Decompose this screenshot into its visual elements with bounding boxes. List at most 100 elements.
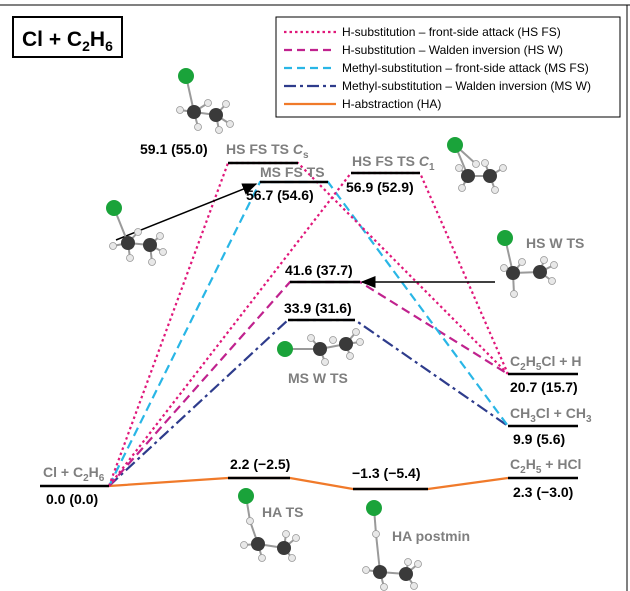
hydrogen-atom: [329, 336, 337, 344]
hydrogen-atom: [240, 541, 248, 549]
molecule-ms-fs: [106, 200, 167, 266]
legend-label-4: H-abstraction (HA): [342, 97, 441, 111]
carbon-atom: [143, 238, 157, 252]
carbon-atom: [461, 169, 475, 183]
hydrogen-atom: [246, 517, 254, 525]
label-hs-fs-cs-name: HS FS TS Cs: [226, 141, 309, 161]
hydrogen-atom: [372, 530, 380, 538]
label-hs-fs-c1-name: HS FS TS C1: [352, 153, 435, 173]
hydrogen-atom: [499, 164, 507, 172]
label-ms-fs-name: MS FS TS: [260, 164, 325, 180]
legend-label-2: Methyl-substitution – front-side attack …: [342, 61, 589, 75]
legend-label-0: H-substitution – front-side attack (HS F…: [342, 25, 561, 39]
hydrogen-atom: [204, 99, 212, 107]
hydrogen-atom: [126, 254, 134, 262]
hydrogen-atom: [156, 232, 164, 240]
carbon-atom: [483, 169, 497, 183]
legend-box: [275, 16, 621, 118]
label-hs-fs-c1-energy: 56.9 (52.9): [346, 179, 414, 195]
labels: Cl + C2H6 0.0 (0.0) HS FS TS Cs 59.1 (55…: [43, 141, 592, 544]
legend-label-1: H-substitution – Walden inversion (HS W): [342, 43, 563, 57]
reaction-paths: [107, 161, 510, 491]
hydrogen-atom: [321, 358, 329, 366]
carbon-atom: [209, 108, 223, 122]
hydrogen-atom: [548, 277, 556, 285]
chlorine-atom: [106, 200, 122, 216]
carbon-atom: [251, 537, 265, 551]
diagram-title: Cl + C2H6: [22, 28, 113, 54]
label-hs-w-energy: 41.6 (37.7): [285, 262, 353, 278]
hydrogen-atom: [500, 264, 508, 272]
hydrogen-atom: [307, 334, 315, 342]
carbon-atom: [313, 342, 327, 356]
carbon-atom: [277, 541, 291, 555]
path-hs-fs-cs: [107, 161, 509, 487]
label-ha-ts-name: HA TS: [262, 504, 303, 520]
carbon-atom: [506, 266, 520, 280]
label-c2h5cl-h-name: C2H5Cl + H: [510, 353, 581, 373]
hydrogen-atom: [380, 583, 388, 591]
carbon-atom: [121, 236, 135, 250]
hydrogen-atom: [134, 228, 142, 236]
title-box: [12, 16, 123, 58]
hydrogen-atom: [414, 560, 422, 568]
label-c2h5-hcl-energy: 2.3 (−3.0): [513, 484, 573, 500]
molecule-ha-ts: [238, 488, 300, 562]
hydrogen-atom: [282, 530, 290, 538]
carbon-atom: [373, 565, 387, 579]
label-ms-w-energy: 33.9 (31.6): [284, 300, 352, 316]
molecule-hs-fs-cs: [176, 68, 234, 134]
energy-levels: [40, 161, 578, 491]
chlorine-atom: [447, 137, 463, 153]
carbon-atom: [187, 105, 201, 119]
carbon-atom: [533, 265, 547, 279]
label-ch3cl-ch3-name: CH3Cl + CH3: [510, 405, 592, 425]
chlorine-atom: [497, 230, 513, 246]
hydrogen-atom: [404, 558, 412, 566]
hydrogen-atom: [288, 554, 296, 562]
label-ms-fs-energy: 56.7 (54.6): [246, 187, 314, 203]
hydrogen-atom: [215, 126, 223, 134]
hydrogen-atom: [109, 242, 117, 250]
chlorine-atom: [238, 488, 254, 504]
hydrogen-atom: [194, 123, 202, 131]
path-ms-fs: [108, 180, 509, 487]
hydrogen-atom: [472, 160, 480, 168]
legend-label-3: Methyl-substitution – Walden inversion (…: [342, 79, 591, 93]
label-reactant-name: Cl + C2H6: [43, 464, 105, 484]
label-ha-ts-energy: 2.2 (−2.5): [230, 456, 290, 472]
label-ha-postmin-name: HA postmin: [392, 528, 470, 544]
label-c2h5-hcl-name: C2H5 + HCl: [510, 456, 581, 476]
chlorine-atom: [277, 341, 293, 357]
hydrogen-atom: [176, 106, 184, 114]
hydrogen-atom: [222, 100, 230, 108]
hydrogen-atom: [346, 352, 354, 360]
hydrogen-atom: [362, 566, 370, 574]
molecule-ms-w: [277, 328, 364, 366]
hydrogen-atom: [455, 164, 463, 172]
molecule-hs-fs-c1: [447, 137, 507, 194]
hydrogen-atom: [258, 554, 266, 562]
hydrogen-atom: [540, 256, 548, 264]
chlorine-atom: [178, 68, 194, 84]
molecule-ha-postmin: [362, 500, 422, 591]
carbon-atom: [399, 567, 413, 581]
label-hs-fs-cs-energy: 59.1 (55.0): [140, 141, 208, 157]
hydrogen-atom: [458, 184, 466, 192]
label-hs-w-name: HS W TS: [526, 235, 584, 251]
hydrogen-atom: [510, 290, 518, 298]
label-reactant-energy: 0.0 (0.0): [46, 491, 98, 507]
hydrogen-atom: [356, 338, 364, 346]
hydrogen-atom: [491, 186, 499, 194]
label-ha-postmin-energy: −1.3 (−5.4): [352, 465, 421, 481]
chlorine-atom: [366, 500, 382, 516]
hydrogen-atom: [148, 258, 156, 266]
legend: H-substitution – front-side attack (HS F…: [275, 16, 621, 118]
carbon-atom: [339, 337, 353, 351]
path-ha: [108, 476, 509, 491]
hydrogen-atom: [352, 328, 360, 336]
hydrogen-atom: [292, 534, 300, 542]
hydrogen-atom: [159, 248, 167, 256]
